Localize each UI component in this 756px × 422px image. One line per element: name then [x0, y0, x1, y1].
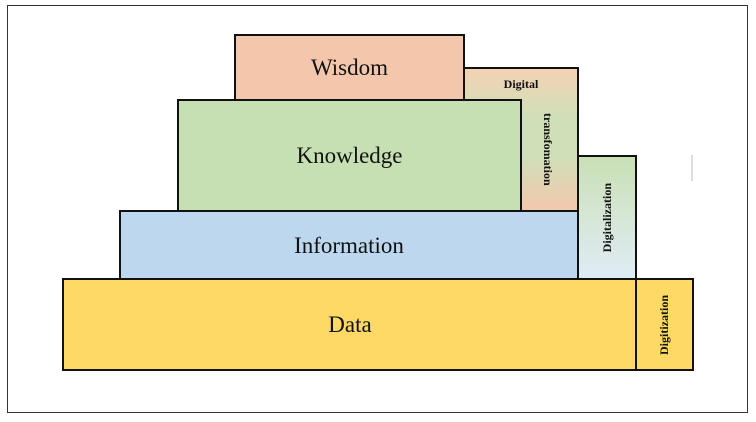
knowledge-label: Knowledge — [296, 143, 403, 168]
digitalization-box: Digitalization — [577, 155, 637, 281]
information-label: Information — [294, 232, 404, 258]
digitization-label: Digitization — [657, 294, 671, 355]
digitalization-label: Digitalization — [599, 183, 614, 253]
decorative-mark — [691, 155, 693, 181]
diagram-frame — [7, 5, 748, 413]
information-level: Information — [119, 210, 579, 281]
data-label: Data — [328, 311, 372, 337]
knowledge-level: Knowledge — [177, 99, 522, 213]
data-level: Data — [62, 278, 638, 371]
digital-transformation-label-line1: Digital — [503, 77, 539, 91]
wisdom-label: Wisdom — [310, 55, 389, 80]
wisdom-level: Wisdom — [234, 34, 465, 102]
digitization-box: Digitization — [635, 278, 694, 371]
digital-transformation-label-line2: transfomation — [541, 113, 555, 186]
